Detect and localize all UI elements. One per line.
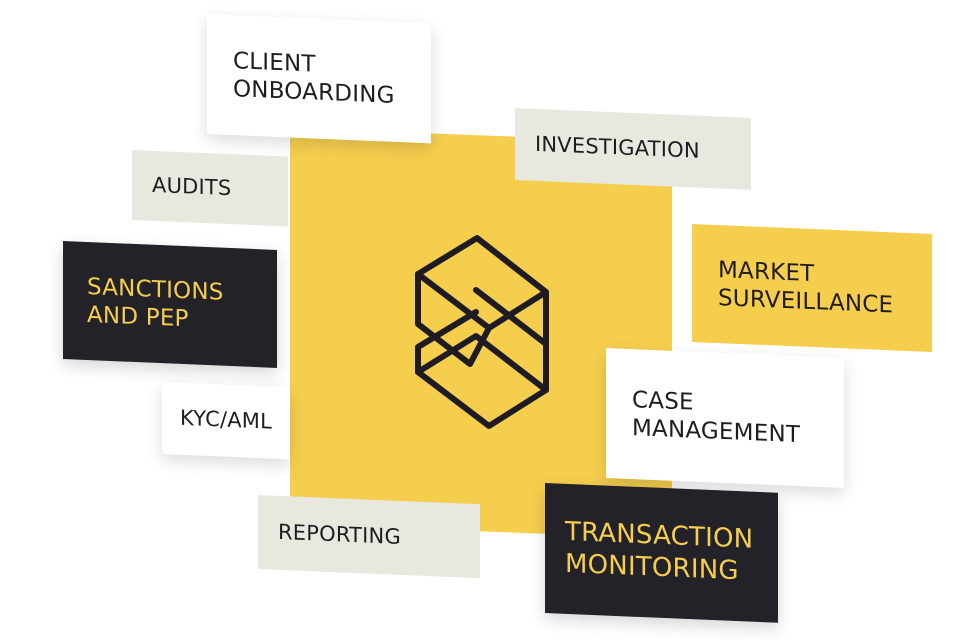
- card-line: Onboarding: [233, 76, 395, 109]
- card-audits: Audits: [132, 150, 288, 227]
- card-kyc-aml: KYC/AML: [162, 382, 290, 460]
- card-sanctions-and-pep: Sanctions and PEP: [63, 241, 277, 368]
- card-reporting: Reporting: [258, 495, 480, 579]
- card-line: Audits: [152, 173, 232, 201]
- card-line: Surveillance: [718, 285, 894, 319]
- card-transaction-monitoring: Transaction Monitoring: [545, 483, 778, 623]
- card-case-management: Case Management: [606, 348, 844, 488]
- card-investigation: Investigation: [515, 108, 751, 190]
- card-market-surveillance: Market Surveillance: [692, 224, 932, 353]
- card-line: Management: [632, 415, 801, 449]
- card-line: Monitoring: [565, 548, 739, 587]
- card-line: Investigation: [535, 132, 700, 163]
- card-line: KYC/AML: [180, 405, 273, 434]
- card-line: and PEP: [87, 302, 189, 333]
- card-client-onboarding: Client Onboarding: [207, 14, 431, 144]
- card-line: Reporting: [278, 520, 401, 550]
- stacked-layers-logo-icon: [415, 235, 549, 429]
